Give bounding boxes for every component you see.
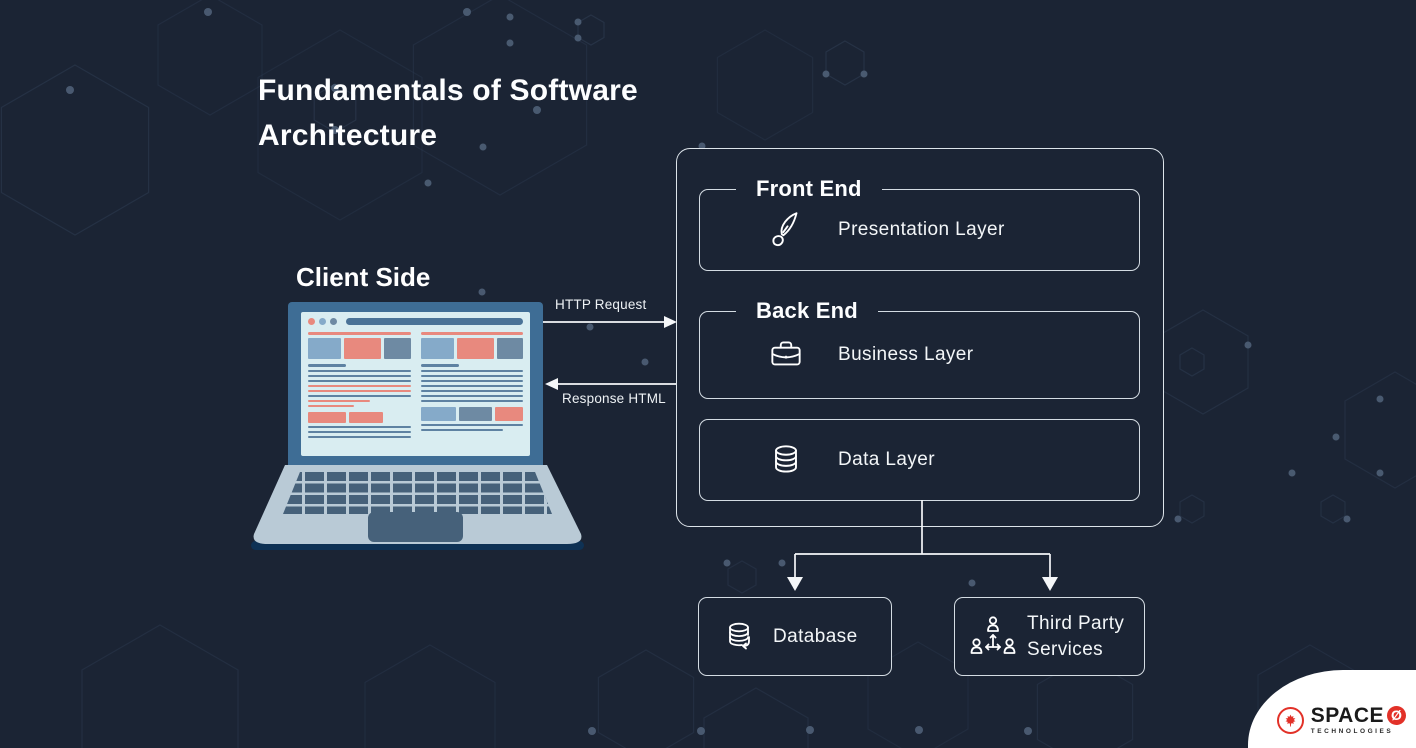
- ui-placeholder: [308, 405, 354, 407]
- ui-placeholder: [456, 338, 494, 359]
- brand-tagline: TECHNOLOGIES: [1310, 728, 1394, 735]
- ui-placeholder: [344, 338, 381, 359]
- brand-name: SPACE: [1310, 704, 1384, 727]
- page-title-line1: Fundamentals of Software: [258, 74, 638, 107]
- ui-placeholder: [308, 385, 411, 387]
- page-title-line2: Architecture: [258, 119, 438, 152]
- ui-placeholder: [308, 426, 411, 428]
- ui-placeholder: [458, 407, 492, 421]
- laptop-keyboard: [283, 472, 552, 514]
- laptop-hinge: [251, 541, 584, 550]
- ui-placeholder: [308, 390, 411, 392]
- architecture-panel: Front End Presentation Layer Back End Bu…: [676, 148, 1164, 527]
- layer-label: Data Layer: [838, 449, 935, 470]
- ui-placeholder: [384, 338, 411, 359]
- response-html-label: Response HTML: [562, 391, 666, 406]
- database-label: Database: [773, 625, 858, 647]
- ui-placeholder: [308, 400, 370, 402]
- front-end-box: Front End Presentation Layer: [699, 175, 1140, 271]
- ui-placeholder: [494, 407, 523, 421]
- browser-mockup: [301, 312, 530, 456]
- page-title: Fundamentals of Software Architecture: [258, 68, 638, 158]
- ui-placeholder: [420, 380, 523, 382]
- browser-dot: [330, 318, 337, 325]
- ui-placeholder: [420, 385, 523, 387]
- ui-placeholder: [308, 412, 346, 423]
- paintbrush-icon: [764, 208, 808, 252]
- front-end-label: Front End: [736, 175, 882, 203]
- ui-placeholder: [308, 375, 411, 377]
- users-network-icon: [967, 615, 1019, 659]
- ui-placeholder: [420, 424, 523, 426]
- data-layer-box: Data Layer: [699, 419, 1140, 501]
- back-end-box: Back End Business Layer: [699, 297, 1140, 399]
- database-sync-icon: [721, 615, 761, 659]
- ui-placeholder: [420, 338, 454, 359]
- ui-placeholder: [420, 375, 523, 377]
- ui-placeholder: [420, 400, 523, 402]
- webpage-content: [301, 328, 530, 442]
- ui-placeholder: [308, 380, 411, 382]
- ui-placeholder: [308, 370, 411, 372]
- ui-placeholder: [308, 332, 411, 335]
- http-request-label: HTTP Request: [555, 297, 647, 312]
- briefcase-icon: [764, 333, 808, 377]
- browser-dot: [308, 318, 315, 325]
- ui-placeholder: [308, 431, 411, 433]
- ui-placeholder: [420, 338, 523, 359]
- content-column-left: [308, 332, 411, 438]
- ui-placeholder: [308, 364, 346, 367]
- ui-placeholder: [420, 395, 523, 397]
- content-column-right: [420, 332, 523, 438]
- ui-placeholder: [420, 370, 523, 372]
- ui-placeholder: [420, 364, 459, 367]
- database-icon: [764, 438, 808, 482]
- ui-placeholder: [496, 338, 523, 359]
- ui-placeholder: [349, 412, 383, 423]
- client-side-label: Client Side: [296, 262, 431, 292]
- ui-placeholder: [308, 338, 341, 359]
- ui-placeholder: [420, 429, 503, 431]
- brand-line: SPACE Ø: [1311, 705, 1406, 726]
- ui-placeholder: [420, 332, 523, 335]
- ui-placeholder: [420, 407, 523, 421]
- browser-dot: [319, 318, 326, 325]
- browser-toolbar: [301, 312, 530, 328]
- layer-label: Business Layer: [838, 344, 974, 365]
- ui-placeholder: [308, 338, 411, 359]
- laptop-trackpad: [368, 512, 463, 542]
- back-end-label: Back End: [736, 297, 878, 325]
- ui-placeholder: [308, 395, 411, 397]
- ui-placeholder: [308, 436, 411, 438]
- ui-placeholder: [420, 407, 456, 421]
- database-box: Database: [698, 597, 892, 676]
- layer-label: Presentation Layer: [838, 219, 1005, 240]
- logo-row: SPACE Ø TECHNOLOGIES: [1276, 705, 1406, 735]
- maple-leaf-icon: [1276, 706, 1304, 734]
- ui-placeholder: [308, 412, 411, 423]
- ui-placeholder: [420, 390, 523, 392]
- brand-o-icon: Ø: [1387, 706, 1406, 725]
- logo-text: SPACE Ø TECHNOLOGIES: [1311, 705, 1406, 735]
- third-party-label: Third Party Services: [1027, 612, 1125, 660]
- address-bar: [346, 318, 523, 325]
- third-party-box: Third Party Services: [954, 597, 1145, 676]
